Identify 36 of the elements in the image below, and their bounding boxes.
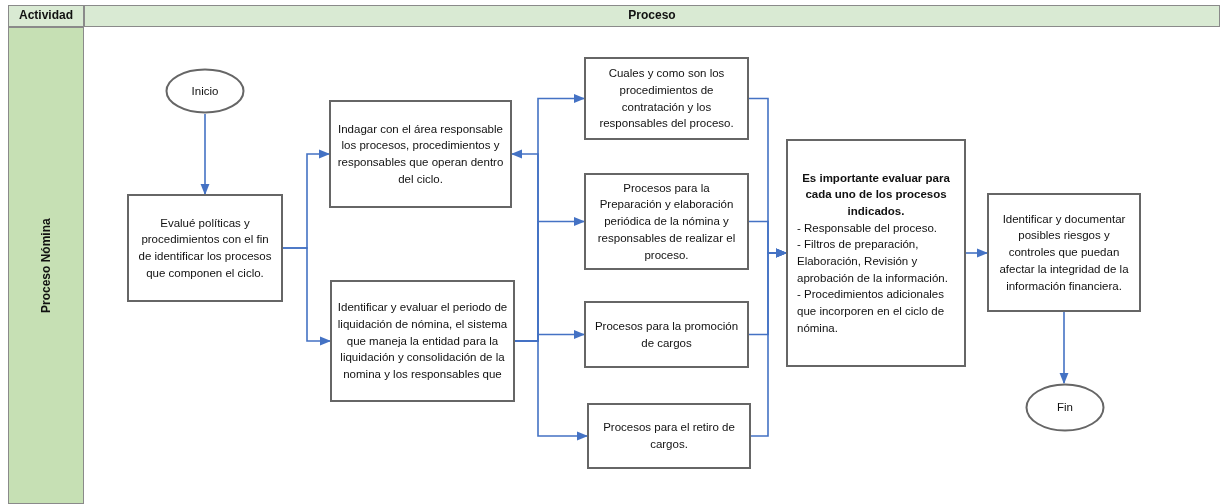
arrow bbox=[1059, 311, 1069, 385]
lane-label-cell bbox=[8, 27, 84, 504]
bullet-text: - Filtros de preparación, Elaboración, Revisión y aprobación de la información. bbox=[796, 237, 949, 286]
box-text: Indagar con el área responsable los procesos, procedimientos y responsables que operan dentro del ciclo. bbox=[336, 121, 505, 187]
process-box bbox=[587, 403, 751, 469]
arrow bbox=[750, 248, 788, 437]
header-text: Proceso bbox=[628, 7, 676, 25]
box-text: Procesos para la promoción de cargos bbox=[593, 318, 740, 351]
box-text: Identificar y documentar posibles riesgos y controles que puedan afectar la integridad de la información financiera. bbox=[998, 211, 1130, 294]
arrow bbox=[965, 248, 989, 258]
header-cell bbox=[84, 5, 1220, 27]
process-box bbox=[584, 57, 749, 140]
terminal-ellipse bbox=[1025, 383, 1105, 432]
box-text: Inicio bbox=[191, 83, 219, 99]
header-text: Actividad bbox=[19, 7, 73, 25]
box-text: Procesos para la Preparación y elaboración periódica de la nómina y responsables de realizar el proceso. bbox=[596, 180, 737, 263]
header-cell bbox=[8, 5, 84, 27]
bullet-text: - Procedimientos adicionales que incorporen en el ciclo de nómina. bbox=[796, 287, 946, 336]
process-box bbox=[329, 100, 512, 208]
arrow bbox=[200, 113, 210, 196]
lane-label: Proceso Nómina bbox=[37, 218, 54, 313]
process-box bbox=[127, 194, 283, 302]
box-text: Fin bbox=[1057, 400, 1073, 416]
process-box bbox=[584, 173, 749, 270]
bullet-text: - Responsable del proceso. bbox=[796, 220, 938, 236]
box-text: Cuales y como son los procedimientos de contratación y los responsables del proceso. bbox=[598, 66, 735, 132]
terminal-ellipse bbox=[165, 68, 245, 114]
process-box bbox=[584, 301, 749, 368]
box-text: Identificar y evaluar el periodo de liquidación de nómina, el sistema que maneja la entidad para la liquidación y consolidación de la nomina y los responsables que bbox=[337, 300, 508, 382]
note-box bbox=[786, 139, 966, 367]
note-heading: Es importante evaluar para cada uno de los procesos indicados. bbox=[801, 170, 951, 219]
arrow bbox=[282, 247, 332, 346]
process-box bbox=[987, 193, 1141, 312]
process-box bbox=[330, 280, 515, 402]
box-text: Procesos para el retiro de cargos. bbox=[602, 420, 736, 452]
box-text: Evalué políticas y procedimientos con el fin de identificar los procesos que componen el ciclo. bbox=[137, 215, 273, 281]
